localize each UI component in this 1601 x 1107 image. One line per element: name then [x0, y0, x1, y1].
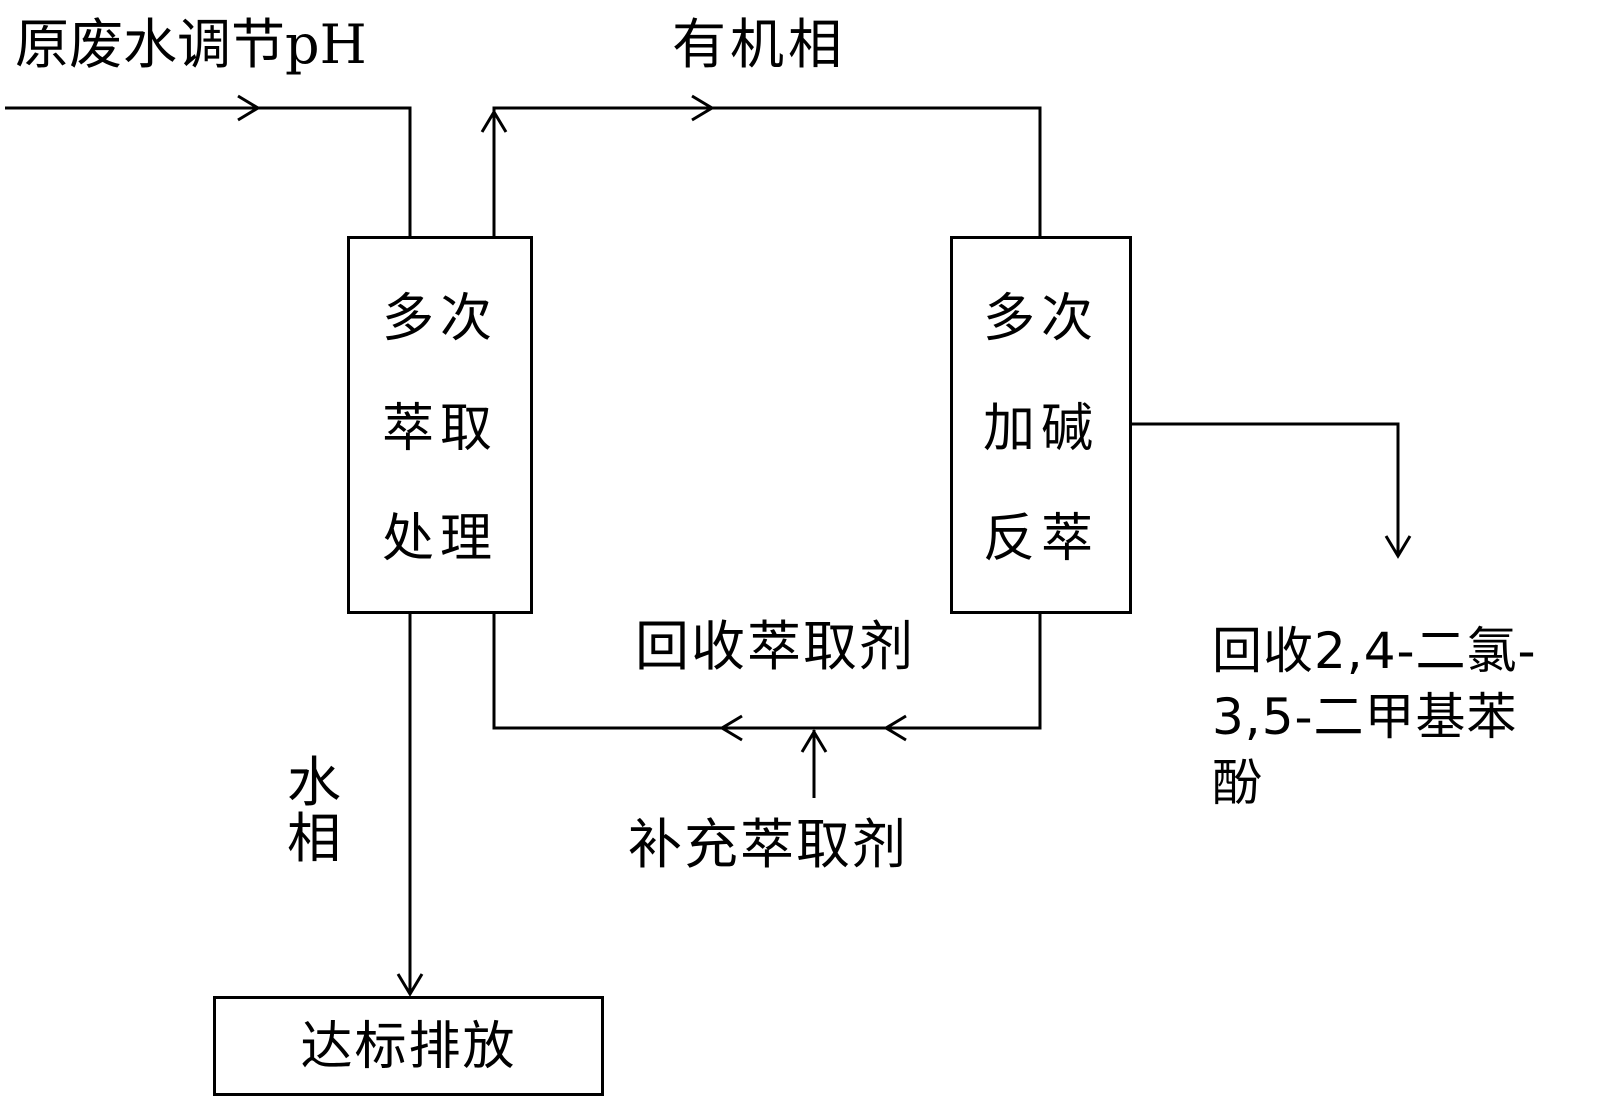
- discharge-box-label: 达标排放: [300, 1017, 517, 1077]
- input-label: 原废水调节pH: [15, 13, 367, 76]
- recycle-flow-line: [492, 614, 1042, 730]
- extraction-box-line3: 处理: [381, 509, 498, 569]
- product-flow-line: [1130, 422, 1400, 556]
- organic-right-arrowhead: [691, 94, 715, 122]
- extraction-box-line2: 萃取: [381, 399, 498, 459]
- discharge-box: 达标排放: [213, 996, 604, 1096]
- product-down-arrowhead: [1384, 535, 1412, 559]
- recycle-arrowhead-1: [883, 714, 907, 742]
- input-flow-line: [5, 106, 412, 236]
- aqueous-phase-label-line2: 相: [287, 807, 341, 870]
- supplement-extractant-label: 补充萃取剂: [628, 813, 908, 876]
- extraction-box: 多次 萃取 处理: [347, 236, 533, 614]
- product-label-line1: 回收2,4-二氯-: [1212, 622, 1537, 680]
- organic-up-arrowhead: [480, 109, 508, 133]
- product-label-line3: 酚: [1212, 754, 1262, 812]
- aqueous-phase-label-line1: 水: [287, 751, 341, 814]
- product-label-line2: 3,5-二甲基苯: [1212, 688, 1518, 746]
- back-extraction-box-line1: 多次: [982, 289, 1099, 349]
- back-extraction-box: 多次 加碱 反萃: [950, 236, 1132, 614]
- organic-phase-label: 有机相: [672, 13, 846, 76]
- input-arrowhead: [237, 94, 261, 122]
- extraction-box-line1: 多次: [381, 289, 498, 349]
- back-extraction-box-line3: 反萃: [982, 509, 1099, 569]
- back-extraction-box-line2: 加碱: [982, 399, 1099, 459]
- recover-extractant-label: 回收萃取剂: [635, 615, 915, 678]
- recycle-arrowhead-2: [719, 714, 743, 742]
- supplement-up-arrowhead: [800, 729, 828, 753]
- aqueous-down-arrowhead: [396, 973, 424, 997]
- organic-phase-flow-line: [492, 106, 1042, 236]
